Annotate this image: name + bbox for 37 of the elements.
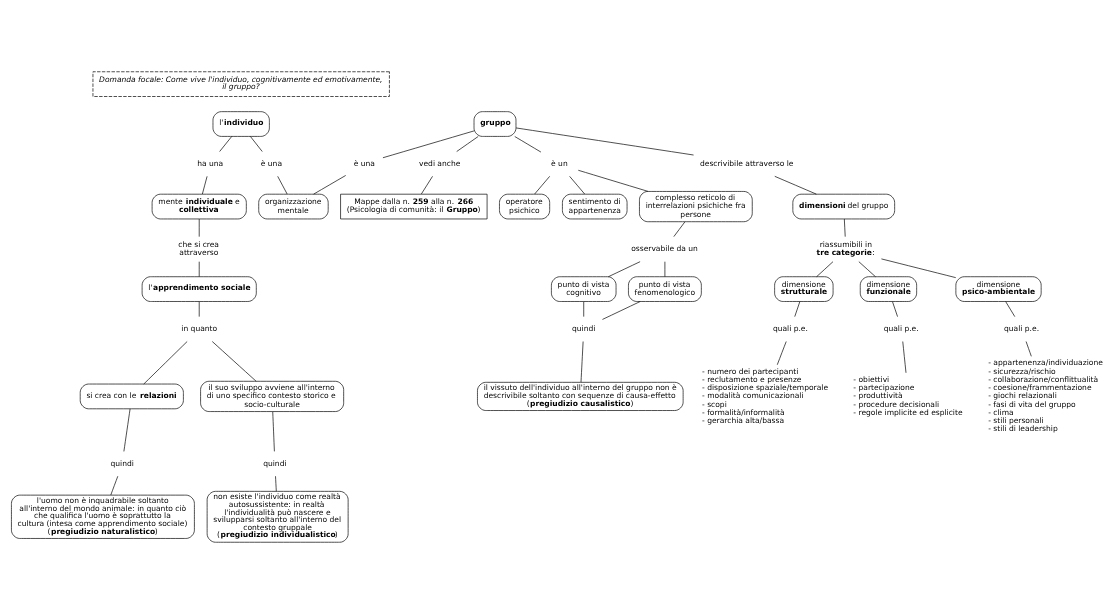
connector xyxy=(608,261,641,278)
connector xyxy=(382,130,475,159)
connector xyxy=(892,301,898,317)
connector xyxy=(580,341,584,383)
connector xyxy=(794,301,801,317)
connector xyxy=(577,169,649,192)
connector xyxy=(514,136,542,153)
connector xyxy=(198,261,200,278)
connector xyxy=(202,176,208,195)
connector xyxy=(881,258,957,278)
connector xyxy=(858,261,876,278)
connector xyxy=(1025,341,1032,357)
connector xyxy=(902,341,907,374)
connector xyxy=(219,136,233,152)
connector xyxy=(456,136,479,152)
connector xyxy=(1005,301,1016,317)
connector xyxy=(664,261,666,278)
connector xyxy=(816,261,834,278)
connector xyxy=(313,175,347,195)
connector xyxy=(774,176,817,195)
connector xyxy=(583,301,585,317)
connector xyxy=(143,341,188,385)
connector xyxy=(198,301,200,317)
connector xyxy=(250,136,263,152)
connector xyxy=(123,408,131,452)
connector xyxy=(421,176,433,195)
connector xyxy=(534,176,551,195)
connector xyxy=(515,127,694,156)
connector xyxy=(272,411,275,452)
connector xyxy=(110,475,119,496)
connector xyxy=(673,221,686,237)
connector xyxy=(211,341,257,382)
connector xyxy=(569,176,585,195)
connector xyxy=(776,341,787,366)
connector xyxy=(277,176,288,195)
connector xyxy=(602,301,641,320)
connector xyxy=(844,218,846,237)
